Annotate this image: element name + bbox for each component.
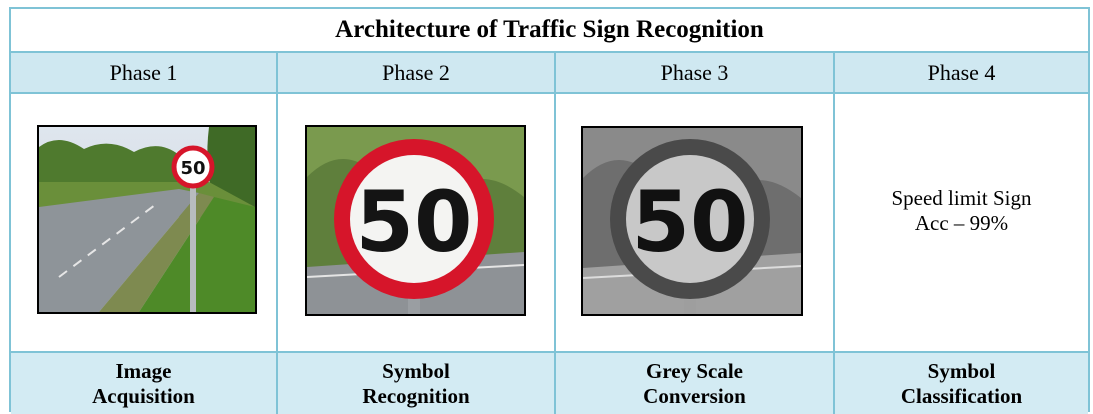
stage-1-line1: Image [115,359,172,383]
table-title: Architecture of Traffic Sign Recognition [11,9,1088,53]
stage-3-line2: Conversion [643,384,746,408]
image-row: 50 50 [11,94,1088,351]
result-accuracy: Acc – 99% [914,211,1009,235]
stage-3-label: Grey Scale Conversion [556,353,835,414]
phase-3-header: Phase 3 [556,53,835,92]
stage-3-line1: Grey Scale [645,359,743,383]
greyscale-sign-photo: 50 [581,126,803,316]
result-label: Speed limit Sign [891,186,1032,210]
stage-4-line2: Classification [900,384,1023,408]
phase-1-cell: 50 [11,94,278,351]
stage-4-line1: Symbol [927,359,996,383]
classification-result: Speed limit Sign Acc – 99% [835,186,1088,236]
road-scene-image: 50 [39,127,255,312]
stage-1-label: Image Acquisition [11,353,278,414]
stage-label-row: Image Acquisition Symbol Recognition Gre… [11,351,1088,414]
phase-4-header: Phase 4 [927,60,996,85]
phase-2-header: Phase 2 [278,53,556,92]
stage-2-label: Symbol Recognition [278,353,556,414]
stage-4-label: Symbol Classification [835,353,1088,414]
architecture-table: Architecture of Traffic Sign Recognition… [9,7,1090,414]
phase-header-row: Phase 1 Phase 2 Phase 3 Phase 4 [11,53,1088,94]
color-sign-image: 50 [307,127,524,314]
phase-1-header: Phase 1 [11,53,278,92]
color-sign-number: 50 [356,173,473,271]
stage-2-line1: Symbol [382,359,450,383]
stage-2-line2: Recognition [362,384,470,408]
road-photo: 50 [37,125,257,314]
small-sign-number: 50 [180,158,205,179]
sign-closeup-photo: 50 [305,125,526,316]
phase-2-cell: 50 [278,94,556,351]
stage-1-line2: Acquisition [92,384,195,408]
grey-sign-number: 50 [632,173,749,271]
phase-3-cell: 50 [556,94,835,351]
greyscale-sign-image: 50 [583,128,801,314]
phase-4-cell: Speed limit Sign Acc – 99% [835,94,1088,351]
